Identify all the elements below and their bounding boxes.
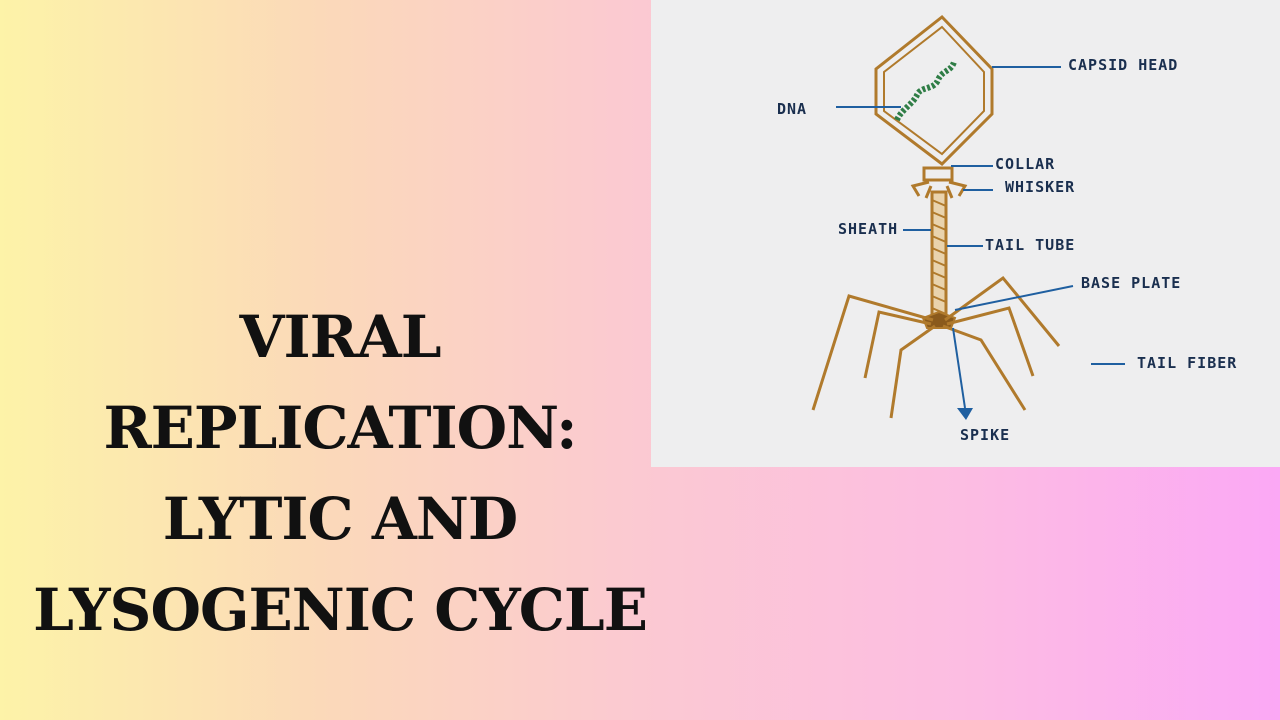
capsid-inner [883,25,985,156]
label-whisker: WHISKER [1005,178,1075,196]
thumbnail-title: VIRAL REPLICATION: LYTIC AND LYSOGENIC C… [0,292,680,656]
label-tail-fiber: TAIL FIBER [1137,354,1237,372]
label-dna: DNA [777,100,807,118]
label-capsid-head: CAPSID HEAD [1068,56,1178,74]
label-tail-tube: TAIL TUBE [985,236,1075,254]
label-collar: COLLAR [995,155,1055,173]
label-sheath: SHEATH [838,220,898,238]
leader-lines [836,66,1125,365]
capsid-outer [874,14,994,166]
title-line-2: REPLICATION: [103,394,577,462]
title-line-1: VIRAL [239,303,441,371]
whiskers [910,180,968,199]
collar-shape [922,166,954,182]
bacteriophage-diagram: CAPSID HEAD DNA COLLAR WHISKER SHEATH TA… [651,0,1280,467]
label-base-plate: BASE PLATE [1081,274,1181,292]
spike-line [952,327,966,409]
tail-fibers [811,275,1061,419]
label-spike: SPIKE [960,426,1010,444]
dna-strand [894,60,957,122]
spike-arrowhead [957,408,973,420]
title-line-4: LYSOGENIC CYCLE [33,576,648,644]
bacteriophage-drawing: CAPSID HEAD DNA COLLAR WHISKER SHEATH TA… [777,14,1237,444]
title-line-3: LYTIC AND [162,485,518,553]
